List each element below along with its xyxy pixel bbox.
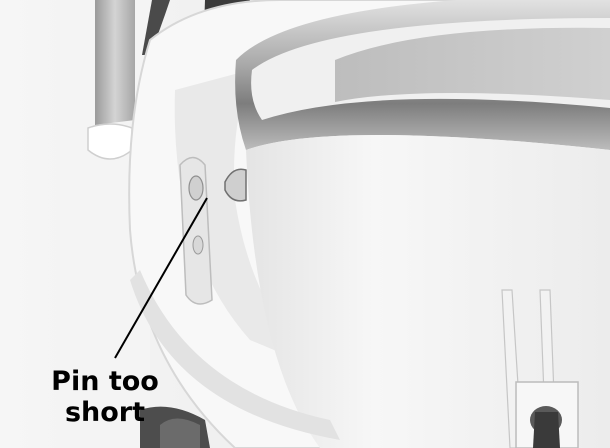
pin-hole-upper — [189, 176, 203, 200]
pin-hole-lower — [193, 236, 203, 254]
callout-label: Pin too short — [40, 366, 170, 428]
clip-insert — [533, 412, 560, 448]
callout-line-2: short — [40, 397, 170, 428]
post-cup — [88, 124, 132, 159]
left-post-shade — [95, 0, 135, 125]
callout-line-1: Pin too — [40, 366, 170, 397]
